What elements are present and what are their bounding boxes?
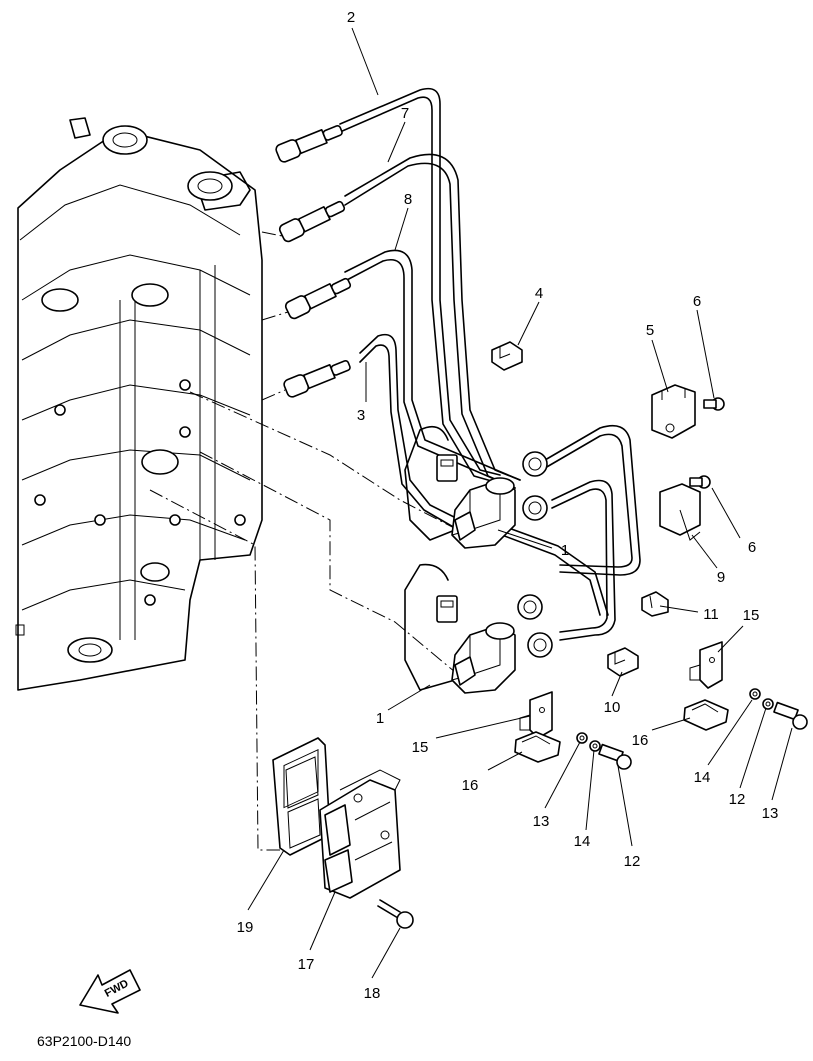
callout-6-lower: 6 — [748, 539, 756, 556]
callout-17: 17 — [298, 956, 315, 973]
callout-14-right: 14 — [694, 769, 711, 786]
callout-numbers: 2 7 8 4 6 5 3 1 6 9 11 15 1 10 15 16 16 … — [237, 9, 779, 1002]
clamp-11 — [641, 591, 669, 617]
callout-10: 10 — [604, 699, 621, 716]
spark-plug-caps — [275, 124, 352, 398]
spark-plug-leads — [339, 87, 641, 691]
bolt-12-left — [598, 743, 632, 770]
callout-7: 7 — [401, 105, 409, 122]
callout-11: 11 — [703, 606, 719, 623]
callout-2: 2 — [347, 9, 355, 26]
callout-4: 4 — [535, 285, 543, 302]
callout-3: 3 — [357, 407, 365, 424]
cdi-unit-17 — [319, 769, 401, 899]
callout-19: 19 — [237, 919, 254, 936]
callout-18: 18 — [364, 985, 381, 1002]
callout-13-left: 14 — [574, 833, 591, 850]
bracket-9 — [659, 483, 701, 541]
fwd-direction-arrow: FWD — [79, 969, 141, 1014]
callout-8: 8 — [404, 191, 412, 208]
bolt-18 — [377, 899, 414, 929]
callout-6-upper: 6 — [693, 293, 701, 310]
cylinder-block-illustration — [15, 117, 263, 691]
callout-12-left: 12 — [624, 853, 641, 870]
callout-1-upper: 1 — [561, 542, 569, 559]
callout-12-right: 13 — [762, 805, 779, 822]
callout-leaders — [247, 27, 793, 979]
drawing-code: 63P2100-D140 — [37, 1033, 131, 1049]
clamp-10 — [607, 647, 639, 677]
ignition-coil-lower — [451, 594, 553, 694]
callout-16-left: 16 — [462, 777, 479, 794]
callout-1-lower: 1 — [376, 710, 384, 727]
leader-dash-lines — [149, 231, 459, 851]
holder-15-right — [689, 641, 723, 689]
clamp-4 — [491, 341, 523, 371]
screw-6-upper — [703, 397, 725, 411]
callout-13-right: 12 — [729, 791, 746, 808]
washers-left — [576, 732, 601, 752]
ignition-coil-upper — [451, 451, 548, 549]
wire-connectors — [436, 454, 458, 623]
bolt-12-right — [773, 701, 808, 730]
bracket-5 — [651, 384, 696, 439]
callout-14-left: 13 — [533, 813, 550, 830]
holder-15-left — [519, 691, 553, 739]
callout-15-right: 15 — [743, 607, 760, 624]
grommet-16-right — [683, 699, 729, 731]
callout-9: 9 — [717, 569, 725, 586]
callout-5: 5 — [646, 322, 654, 339]
washers-right — [749, 688, 774, 710]
callout-16-right: 16 — [632, 732, 649, 749]
callout-15-left: 15 — [412, 739, 429, 756]
grommet-16-left — [514, 731, 561, 763]
screw-6-lower — [689, 475, 711, 489]
